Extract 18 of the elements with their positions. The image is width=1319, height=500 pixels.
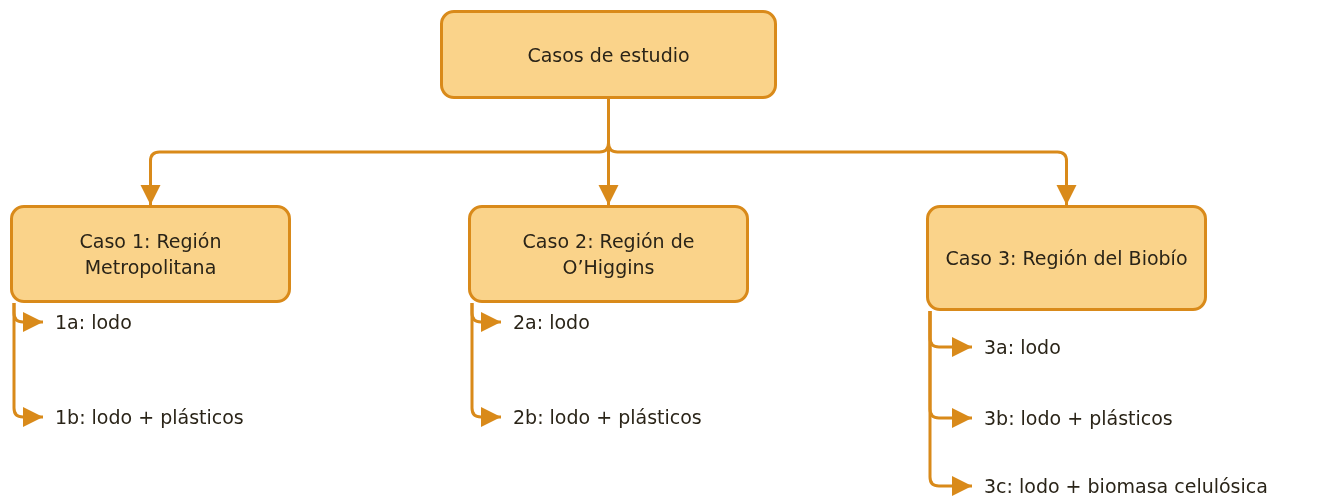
case-box xyxy=(468,205,749,303)
case-box xyxy=(926,205,1207,311)
case-label: 1b: lodo + plásticos xyxy=(55,403,244,431)
connector-arrow xyxy=(12,303,43,427)
connector-arrow xyxy=(470,303,501,427)
case-label: 3a: lodo xyxy=(984,333,1061,361)
case-label: 2b: lodo + plásticos xyxy=(513,403,702,431)
box-text: Caso 2: Región de O’Higgins xyxy=(521,229,696,280)
box-text: Caso 3: Región del Biobío xyxy=(945,246,1188,271)
case-label: 3c: lodo + biomasa celulósica xyxy=(984,472,1268,500)
case-label: 1a: lodo xyxy=(55,308,132,336)
box-text: Casos de estudio xyxy=(527,42,690,68)
case-label: 2a: lodo xyxy=(513,308,590,336)
case-box xyxy=(10,205,291,303)
case-label: 3b: lodo + plásticos xyxy=(984,404,1173,432)
root-box xyxy=(440,10,777,99)
box-text: Caso 1: Región Metropolitana xyxy=(78,229,223,280)
connector-arrow xyxy=(928,311,972,496)
